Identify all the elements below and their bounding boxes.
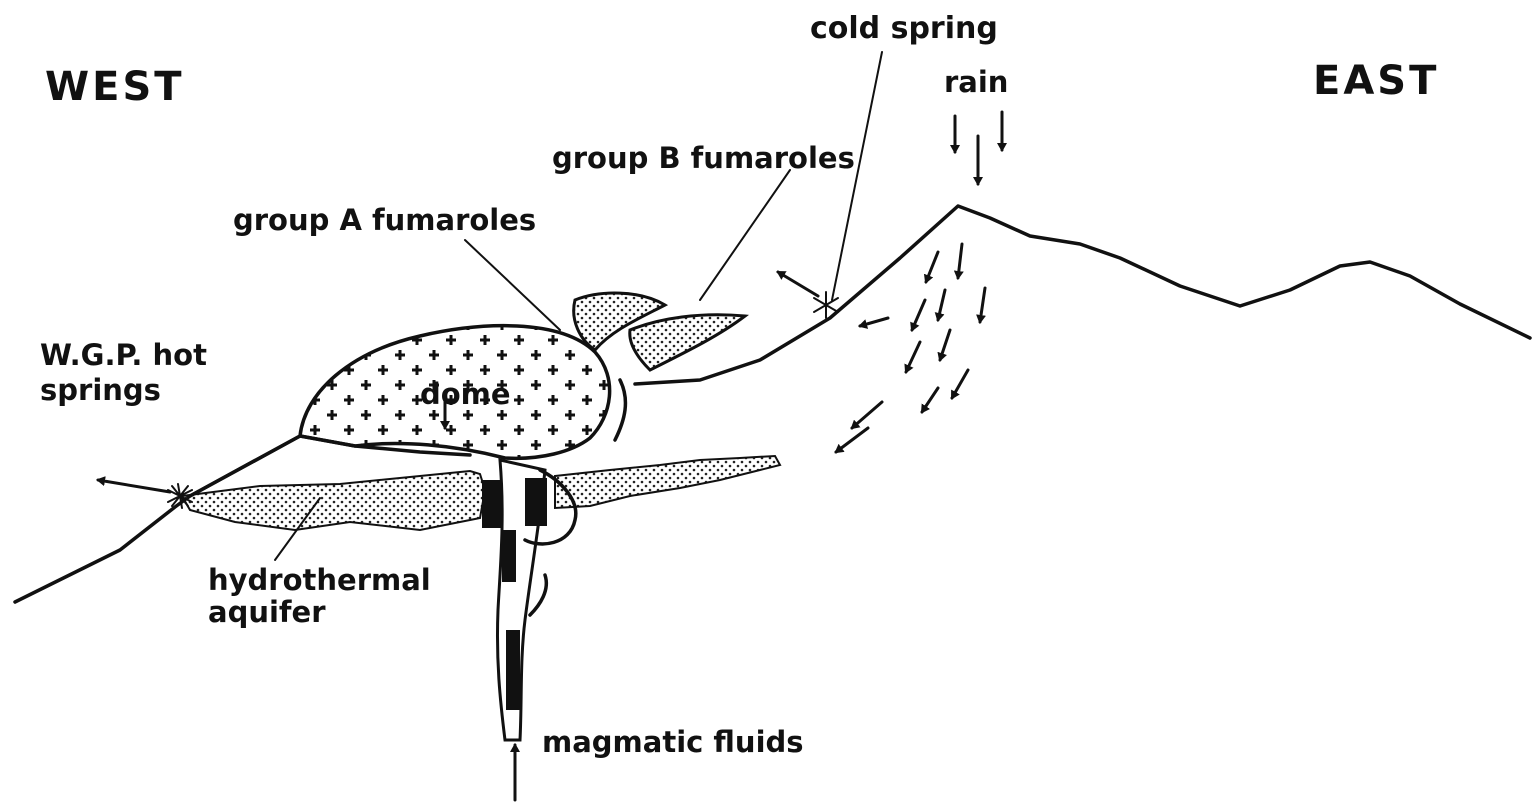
label-west: WEST <box>45 64 185 110</box>
hydrothermal-aquifer <box>182 471 485 530</box>
leader-cold-spring <box>832 52 882 300</box>
conduit-fill-2 <box>525 478 547 526</box>
label-springs: springs <box>40 373 161 407</box>
label-magmatic-fluids: magmatic fluids <box>542 725 804 759</box>
leader-group-a <box>465 240 560 330</box>
label-cold-spring: cold spring <box>810 11 998 46</box>
label-group-a-fumaroles: group A fumaroles <box>233 203 536 237</box>
label-group-b-fumaroles: group B fumaroles <box>552 141 855 175</box>
conduit-fill-1 <box>482 480 502 528</box>
hydrothermal-aquifer-east <box>555 456 780 508</box>
conduit-fill-3 <box>502 530 516 582</box>
groundwater-flow-arrows <box>836 244 985 452</box>
conduit-branch-2 <box>530 575 546 615</box>
hot-spring-outflow-arrow <box>98 480 170 492</box>
group-b-plume <box>630 315 745 370</box>
ground-profile <box>15 206 1530 602</box>
label-wgp-hot: W.G.P. hot <box>40 338 207 372</box>
label-east: EAST <box>1313 58 1439 104</box>
rain-arrows <box>955 112 1002 184</box>
conduit-fill-4 <box>506 630 520 710</box>
label-aquifer: aquifer <box>208 595 326 629</box>
cold-spring-outflow-arrow <box>778 272 818 296</box>
leader-group-b <box>700 170 790 300</box>
fumarole-vent <box>615 380 625 440</box>
label-rain: rain <box>944 65 1008 99</box>
label-dome: dome <box>420 377 511 411</box>
label-hydrothermal: hydrothermal <box>208 563 431 597</box>
